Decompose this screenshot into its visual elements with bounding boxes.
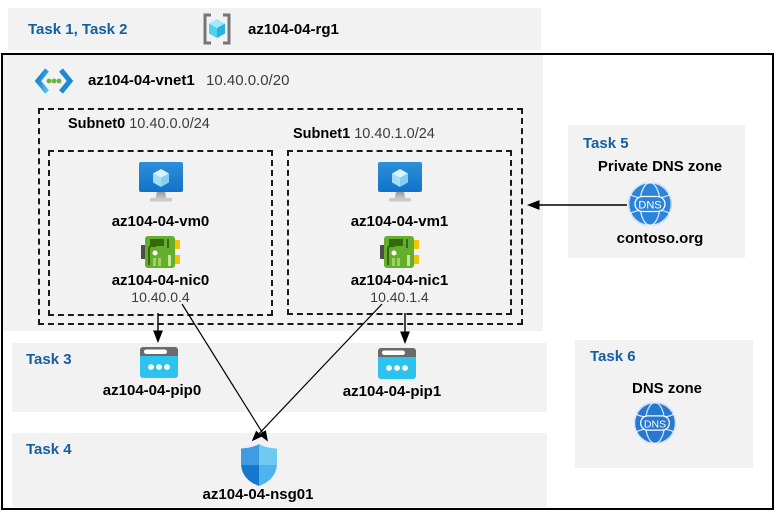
task12-label: Task 1, Task 2: [28, 21, 128, 38]
dns-zone-icon: DNS: [633, 401, 677, 445]
subnet0-title: Subnet0 10.40.0.0/24: [68, 116, 210, 132]
pip0-label: az104-04-pip0: [102, 382, 202, 399]
task6-box: Task 6 DNS zone DNS: [575, 340, 753, 468]
dns-zone-icon-text: DNS: [644, 418, 666, 430]
private-dns-icon-text: DNS: [638, 200, 661, 212]
vnet-cidr: 10.40.0.0/20: [206, 72, 290, 89]
resource-group-band: Task 1, Task 2 az104-04-rg1: [8, 8, 541, 50]
task6-label: Task 6: [590, 348, 636, 365]
task5-label: Task 5: [583, 135, 629, 152]
subnet0-cidr: 10.40.0.0/24: [129, 116, 210, 132]
vm1-label: az104-04-vm1: [350, 213, 449, 230]
nic1-icon: [379, 234, 420, 270]
nsg-shield-icon: [241, 444, 277, 486]
pip1-label: az104-04-pip1: [342, 383, 442, 400]
nic0-label: az104-04-nic0: [111, 272, 210, 289]
pip0-icon: [140, 347, 178, 378]
vnet-name: az104-04-vnet1: [88, 72, 195, 89]
resource-group-name: az104-04-rg1: [248, 21, 339, 38]
task4-band: Task 4 az104-04-nsg01: [12, 433, 547, 507]
task3-band: Task 3 az104-04-pip0 az104-04-pip1: [12, 343, 547, 412]
vnet-icon: [34, 66, 74, 96]
vm0-icon: [138, 162, 184, 204]
subnet0-name: Subnet0: [68, 116, 126, 132]
private-dns-zone-title: Private DNS zone: [597, 158, 723, 175]
nsg-label: az104-04-nsg01: [202, 486, 314, 503]
subnet1-title: Subnet1 10.40.1.0/24: [293, 126, 435, 142]
task3-label: Task 3: [26, 351, 72, 368]
resource-group-icon: [200, 12, 234, 46]
vm0-label: az104-04-vm0: [111, 213, 210, 230]
nic1-ip: 10.40.1.4: [370, 289, 429, 305]
subnet0-box: az104-04-vm0 az104-04-nic0 10.40.0.4: [48, 150, 273, 316]
nic1-label: az104-04-nic1: [350, 272, 449, 289]
subnet1-cidr: 10.40.1.0/24: [354, 126, 435, 142]
vnet-background-strip: [3, 55, 543, 331]
pip1-icon: [378, 348, 416, 379]
dns-zone-title: DNS zone: [631, 380, 702, 397]
subnet1-box: az104-04-vm1 az104-04-nic1 10.40.1.4: [287, 150, 512, 315]
subnet1-name: Subnet1: [293, 126, 351, 142]
task4-label: Task 4: [26, 441, 72, 458]
private-dns-zone-name: contoso.org: [616, 230, 704, 247]
task5-box: Task 5 Private DNS zone DNS contoso.org: [568, 125, 745, 258]
nic0-ip: 10.40.0.4: [131, 289, 190, 305]
vm1-icon: [377, 162, 423, 204]
private-dns-icon: DNS: [627, 181, 673, 227]
nic0-icon: [140, 234, 181, 270]
